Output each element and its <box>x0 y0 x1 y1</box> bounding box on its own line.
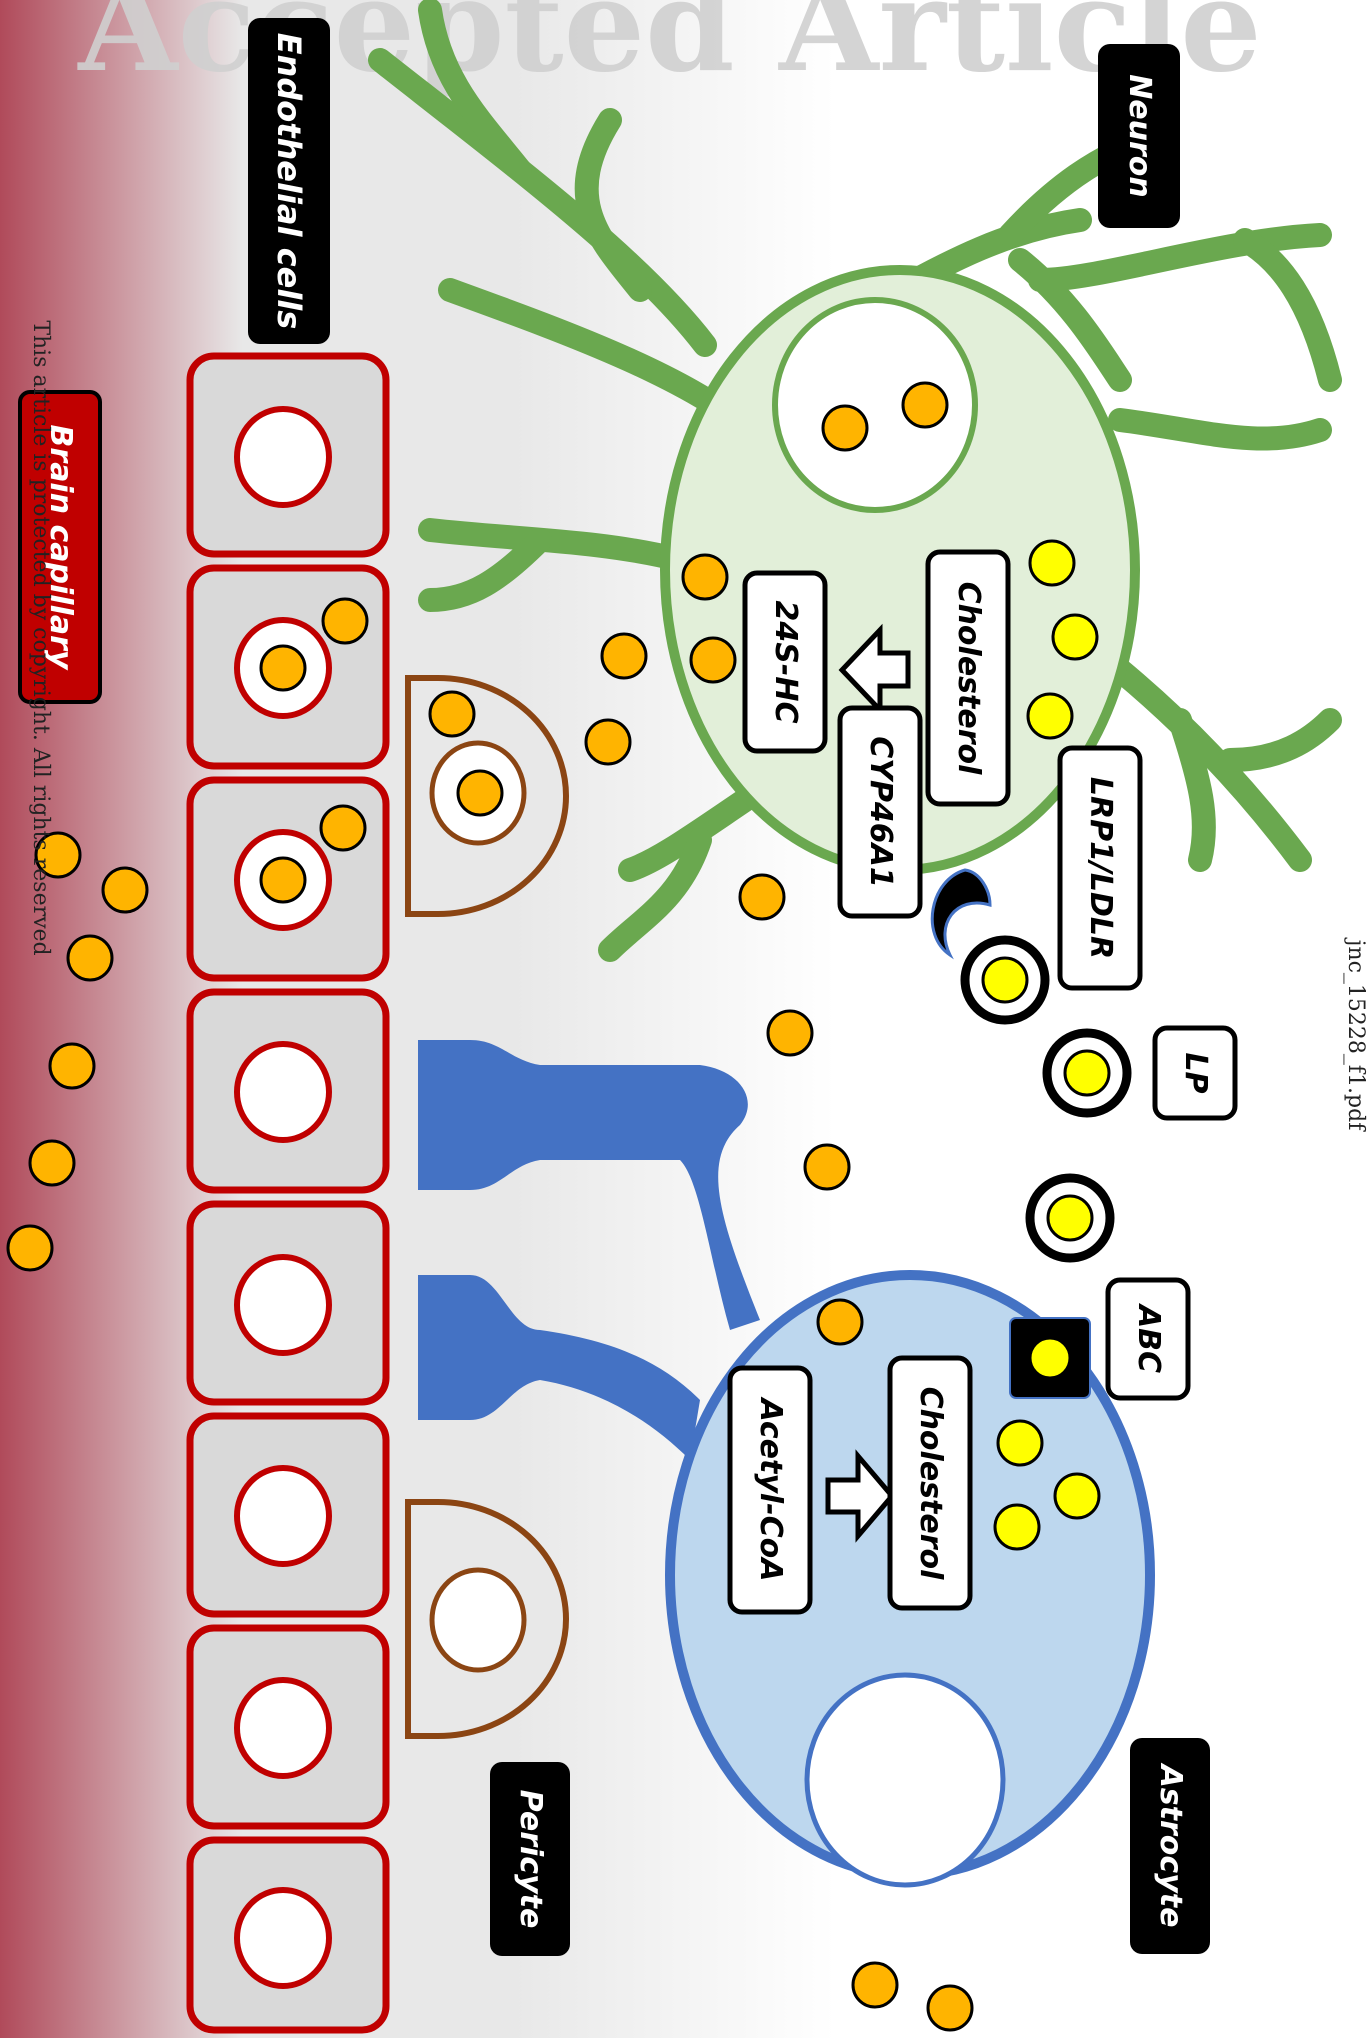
neuron-cholesterol-box <box>925 549 1011 807</box>
hc24s-molecule <box>48 1042 96 1090</box>
endothelial-nucleus <box>234 1887 332 1989</box>
astro-cholesterol-box <box>887 1355 973 1611</box>
lipoprotein-core <box>1046 1194 1094 1242</box>
astrocyte-endfeet <box>418 1040 760 1460</box>
copyright-notice: This article is protected by copyright. … <box>28 320 53 956</box>
acetyl-coa-label: Acetyl-CoA <box>753 1398 788 1582</box>
endothelial-label-box <box>248 18 330 344</box>
endothelial-nucleus <box>234 1254 332 1356</box>
lrp1-ldlr-label: LRP1/LDLR <box>1083 776 1118 960</box>
hc24s-molecule <box>821 404 869 452</box>
hc24s-molecule <box>738 873 786 921</box>
hc24s-molecule <box>816 1298 864 1346</box>
endothelial-nucleus <box>234 1041 332 1143</box>
hc24s-molecule <box>584 718 632 766</box>
lrp1-ldlr-receptor <box>930 868 992 960</box>
pericyte-nucleus <box>429 1567 527 1673</box>
hc24s-molecule <box>851 1961 899 2009</box>
lrp1-ldlr-box <box>1057 745 1143 991</box>
cholesterol-molecule <box>1028 539 1076 587</box>
hc24s-box <box>742 570 828 754</box>
acetyl-coa-box <box>727 1365 813 1615</box>
endothelial-label: Endothelial cells <box>270 32 308 330</box>
hc24s-molecule <box>6 1224 54 1272</box>
pericyte-label-box <box>490 1762 570 1956</box>
astrocyte-label-box <box>1130 1738 1210 1954</box>
hc24s-label: 24S-HC <box>768 600 803 724</box>
hc24s-molecules <box>6 381 974 2032</box>
endothelial-cells <box>186 352 390 2034</box>
hc24s-molecule <box>926 1984 974 2032</box>
lp-box <box>1152 1025 1238 1121</box>
hc24s-molecule <box>428 690 476 738</box>
pericyte-label: Pericyte <box>513 1789 548 1929</box>
neuron-nucleus <box>772 297 978 513</box>
hc24s-molecule <box>803 1143 851 1191</box>
cholesterol-molecule <box>1051 613 1099 661</box>
hc24s-molecule <box>259 644 307 692</box>
neuron-label: Neuron <box>1122 74 1157 198</box>
file-label: jnc_15228_f1.pdf <box>1343 939 1368 1131</box>
hc24s-molecule <box>319 804 367 852</box>
hc24s-molecule <box>321 597 369 645</box>
cholesterol-molecule <box>1053 1472 1101 1520</box>
arrow-acetylcoa-to-cholesterol <box>825 1449 896 1543</box>
hc24s-molecule <box>901 381 949 429</box>
hc24s-molecule <box>600 632 648 680</box>
astrocyte-nucleus <box>804 1672 1006 1888</box>
neuron-cholesterol-label: Cholesterol <box>951 581 986 775</box>
hc24s-molecule <box>34 831 82 879</box>
cyp46a1-label: CYP46A1 <box>863 736 898 888</box>
neuron-label-box <box>1098 44 1180 228</box>
lipoproteins <box>960 935 1132 1263</box>
hc24s-molecule <box>101 866 149 914</box>
cholesterol-molecule <box>993 1503 1041 1551</box>
astrocyte-label: Astrocyte <box>1153 1764 1188 1928</box>
lipoprotein-core <box>981 956 1029 1004</box>
abc-transporter-cargo <box>1028 1336 1072 1380</box>
endothelial-nucleus <box>234 1465 332 1567</box>
hc24s-molecule <box>681 553 729 601</box>
cholesterol-molecule <box>1026 692 1074 740</box>
hc24s-molecule <box>689 636 737 684</box>
lp-label: LP <box>1178 1052 1213 1094</box>
endothelial-nucleus <box>234 1677 332 1779</box>
abc-label: ABC <box>1131 1304 1166 1374</box>
hc24s-molecule <box>259 856 307 904</box>
brain-capillary-label-box <box>18 390 102 704</box>
cyp46a1-box <box>837 705 923 919</box>
hc24s-molecule <box>28 1139 76 1187</box>
cholesterol-molecules <box>993 539 1101 1551</box>
hc24s-molecule <box>66 934 114 982</box>
cholesterol-molecule <box>996 1419 1044 1467</box>
abc-box <box>1105 1277 1191 1401</box>
hc24s-molecule <box>766 1009 814 1057</box>
hc24s-molecule <box>456 769 504 817</box>
astro-cholesterol-label: Cholesterol <box>913 1386 948 1580</box>
arrow-cholesterol-to-24shc <box>838 623 911 717</box>
lipoprotein-core <box>1063 1049 1111 1097</box>
endothelial-nucleus <box>234 406 332 508</box>
